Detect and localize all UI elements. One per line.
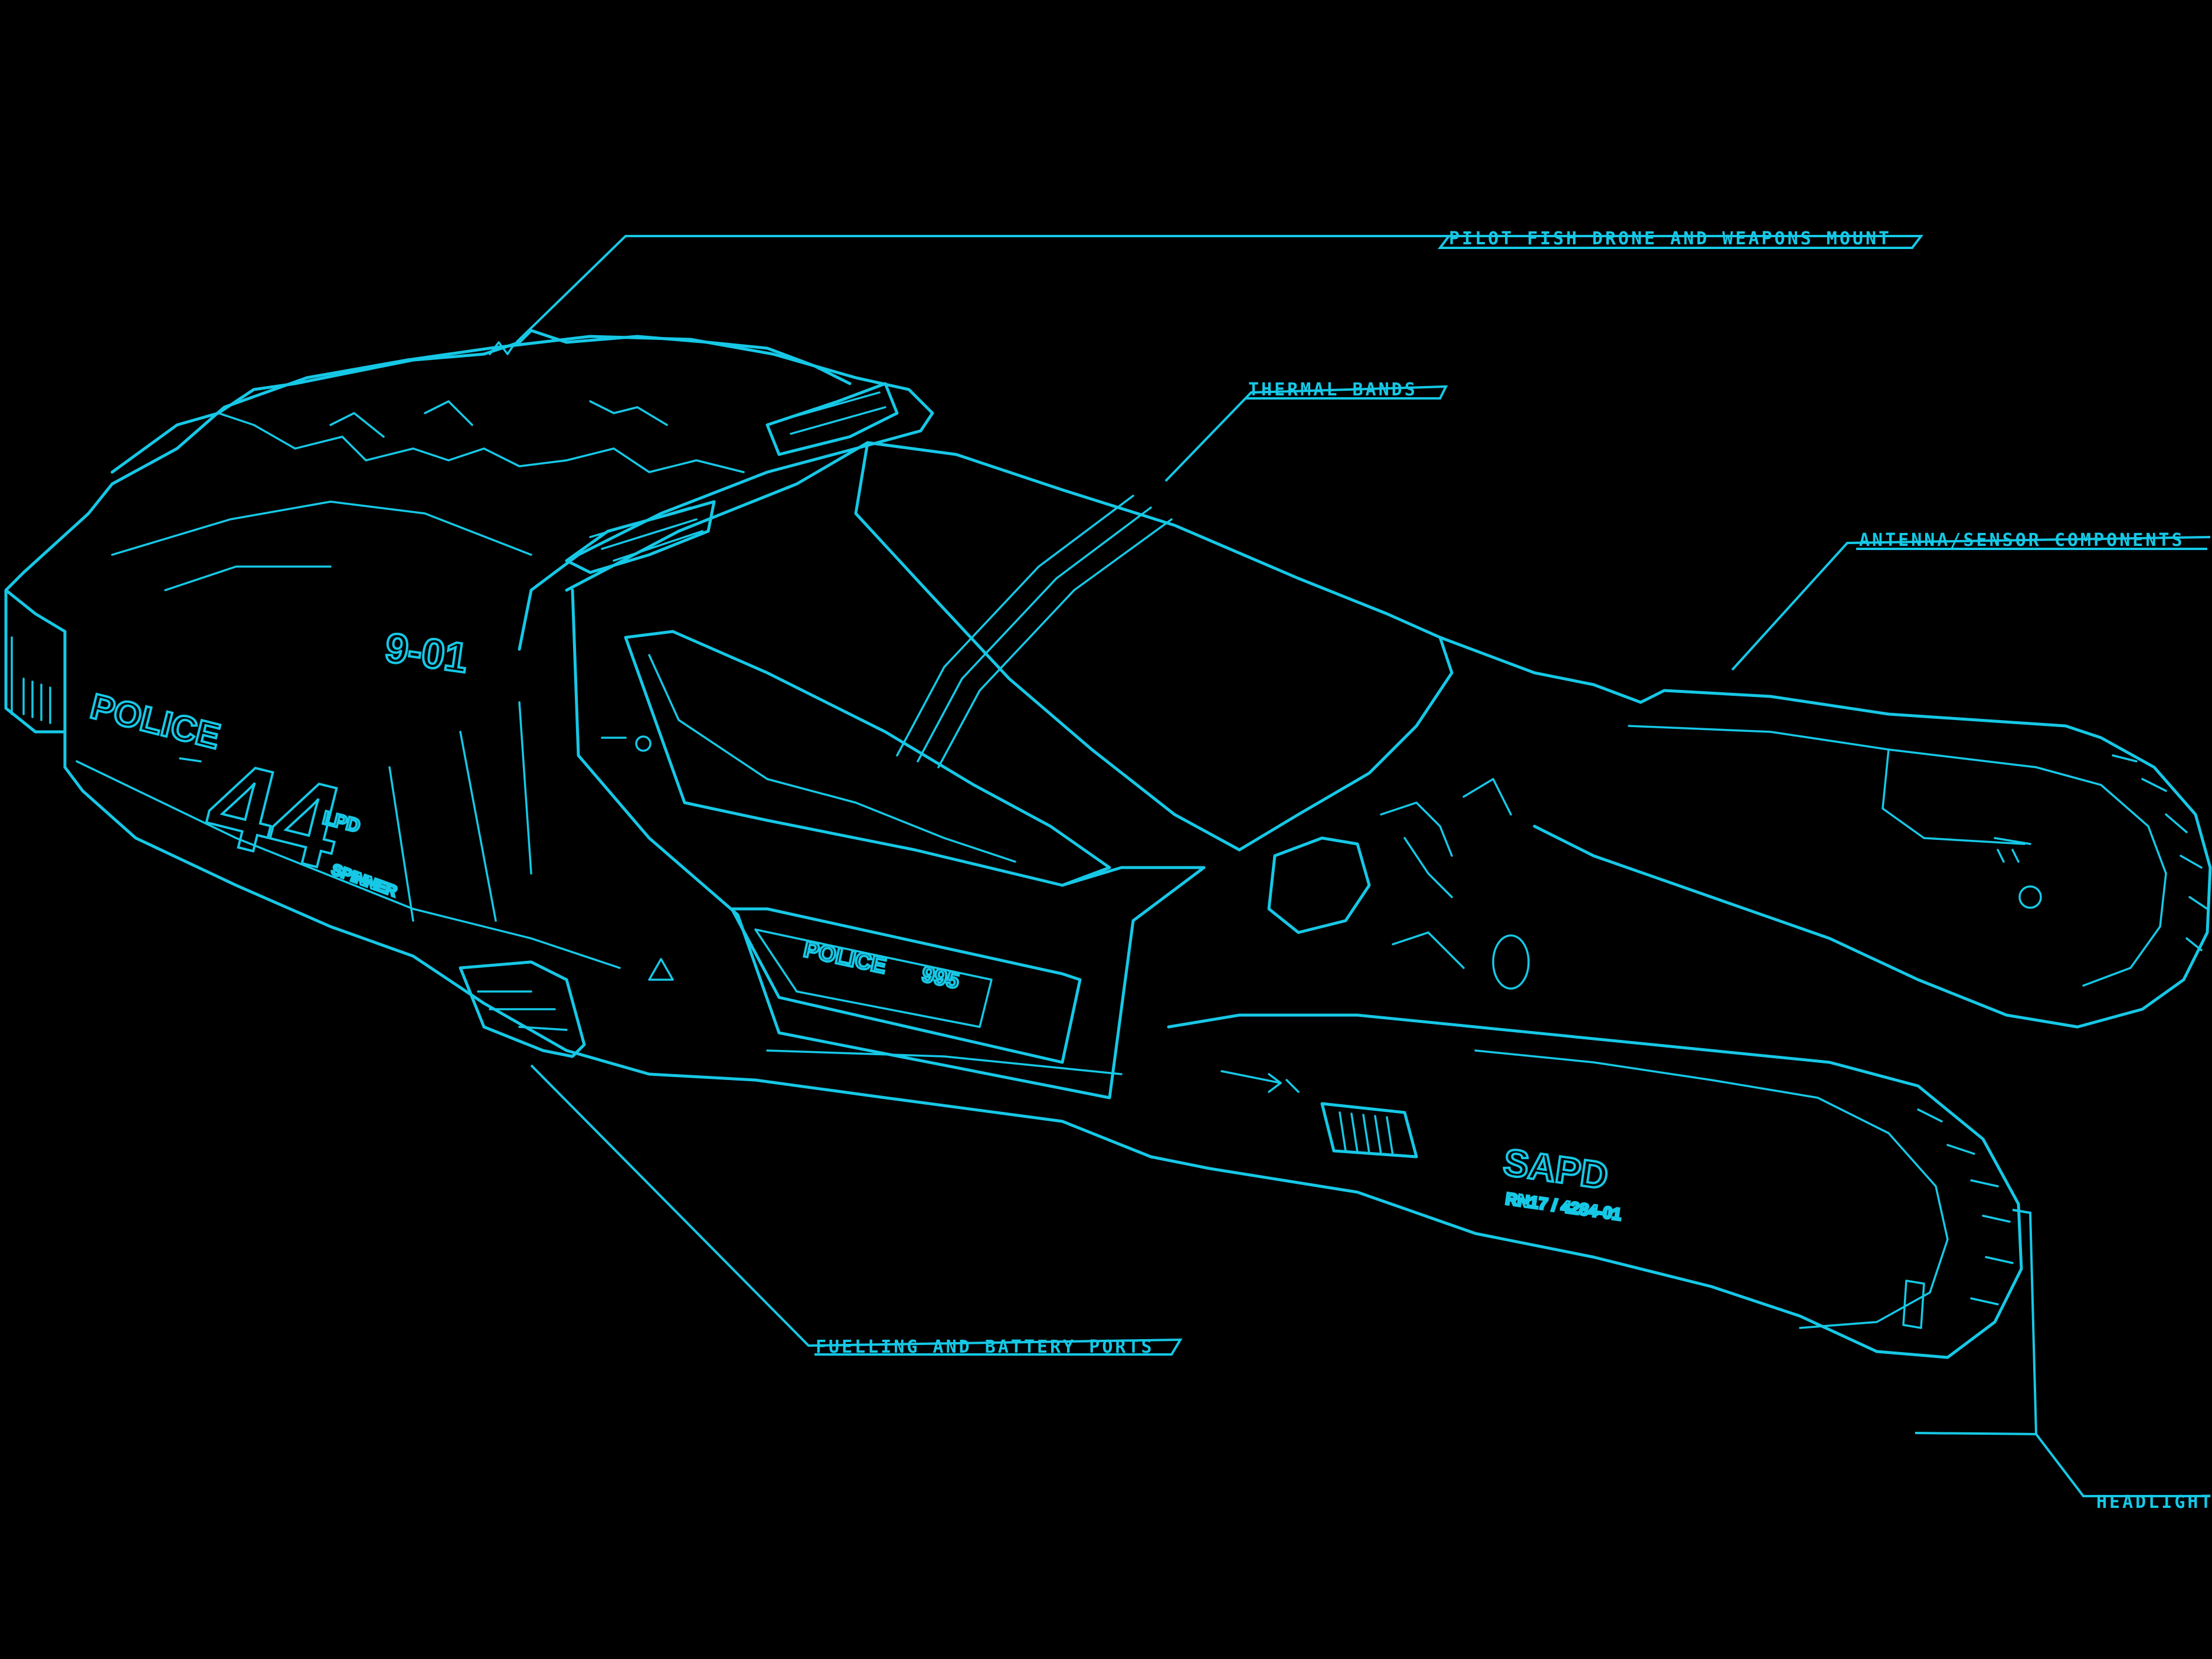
windshield-frame-strip-1 [896, 495, 1134, 757]
roof-drone-detail [217, 400, 745, 473]
lower-pod-outline [1167, 1013, 2023, 1359]
unit-number-dash [179, 757, 202, 763]
cabin-roof-outline [565, 441, 1454, 852]
door-handle-slot [601, 735, 652, 752]
windshield-frame-strip-2 [917, 506, 1152, 763]
tail-light-vents [11, 636, 51, 724]
upper-pod-outline [1438, 636, 2212, 1029]
rear-hull-outline [4, 335, 934, 651]
pilot-fish-leader [515, 235, 1923, 343]
thermal-bands-label: THERMAL BANDS [1248, 379, 1418, 400]
upper-pod-ring [2112, 754, 2208, 951]
front-mechanism-detail [1380, 778, 1512, 969]
lower-pod-vent [1320, 1102, 1418, 1159]
roof-antenna-spike [489, 341, 515, 355]
thermal-band-rear-ribs [589, 506, 703, 562]
fuel-port-detail [477, 990, 568, 1031]
headlights-label: HEADLIGHTS [2096, 1492, 2212, 1513]
side-window-inner [648, 654, 1016, 863]
door-panel [730, 907, 1082, 1064]
side-window-outline [624, 630, 1111, 887]
thermal-bands-leader [1164, 385, 1448, 482]
door-panel-inner [754, 928, 993, 1028]
roof-drone-mount [110, 329, 852, 474]
thermal-band-front [765, 382, 899, 456]
headlight-housing [1902, 1280, 1925, 1329]
upper-pod-inner [1628, 725, 2167, 987]
lower-pod-arrow [1220, 1070, 1300, 1093]
windshield-frame-strip-3 [937, 518, 1173, 768]
lower-pod-vent-ribs [1339, 1111, 1394, 1157]
side-trim-line [76, 760, 1123, 1075]
front-mechanism [1267, 836, 1371, 934]
front-mechanism-wheel [1492, 934, 1530, 990]
callouts: PILOT FISH DRONE AND WEAPONS MOUNT THERM… [515, 228, 2212, 1513]
antenna-label: ANTENNA/SENSOR COMPONENTS [1859, 530, 2185, 551]
lower-pod-inner [1474, 1049, 1949, 1329]
door-outline [571, 588, 1206, 1100]
rear-body-panel-lines [111, 500, 532, 922]
antenna-leader [1731, 536, 2211, 671]
unit-number-marking: 44 [195, 735, 354, 894]
lower-body-outline [63, 730, 1879, 1353]
warning-triangle [648, 958, 674, 981]
fuelling-label: FUELLING AND BATTERY PORTS [816, 1337, 1154, 1357]
fuel-port-housing [459, 960, 586, 1058]
upper-pod-emblem [1994, 837, 2042, 909]
pilot-fish-label: PILOT FISH DRONE AND WEAPONS MOUNT [1449, 228, 1892, 249]
windshield-outline [854, 441, 1241, 852]
headlights-leader [1915, 1209, 2210, 1497]
lower-pod-ring [1917, 1108, 2014, 1305]
fuelling-leader [530, 1064, 1183, 1356]
thermal-band-front-ribs [784, 391, 886, 435]
